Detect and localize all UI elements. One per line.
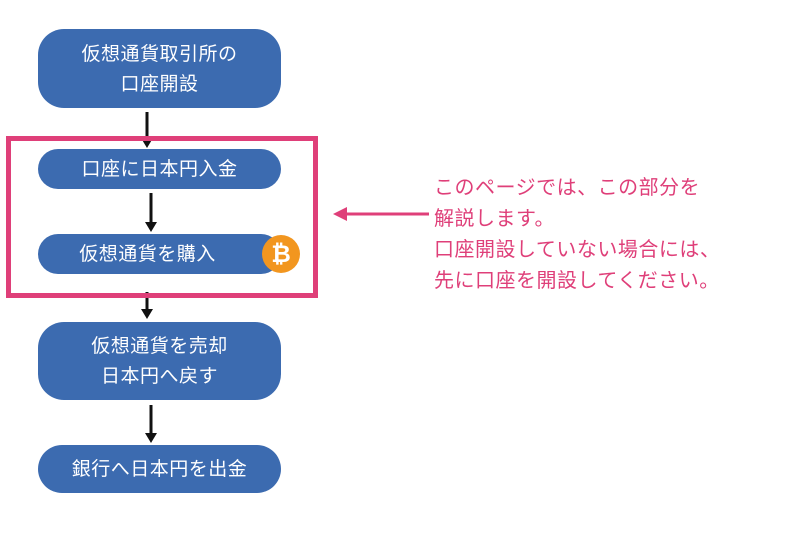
step-buy-crypto: 仮想通貨を購入 bbox=[38, 234, 281, 274]
step-buy-crypto-label: 仮想通貨を購入 bbox=[79, 243, 216, 265]
arrowhead-3-4 bbox=[141, 309, 153, 319]
arrowhead-2-3 bbox=[145, 222, 157, 232]
step-open-account-line1: 仮想通貨取引所の bbox=[81, 42, 238, 65]
note-pointer-head bbox=[333, 207, 347, 221]
step-sell-crypto-line1: 仮想通貨を売却 bbox=[91, 335, 228, 357]
step-deposit-jpy: 口座に日本円入金 bbox=[38, 149, 281, 189]
note-line-2: 解説します。 bbox=[434, 206, 555, 230]
step-open-account-line2: 口座開設 bbox=[120, 72, 199, 95]
bitcoin-icon: ₿ bbox=[262, 235, 300, 273]
step-withdraw-jpy-label: 銀行へ日本円を出金 bbox=[71, 458, 248, 480]
step-sell-crypto: 仮想通貨を売却 日本円へ戻す bbox=[38, 322, 281, 400]
note-line-4: 先に口座を開設してください。 bbox=[434, 268, 720, 292]
explanation-note: このページでは、この部分を 解説します。 口座開設していない場合には、 先に口座… bbox=[434, 172, 720, 296]
step-sell-crypto-line2: 日本円へ戻す bbox=[100, 365, 218, 387]
step-open-account: 仮想通貨取引所の 口座開設 bbox=[38, 29, 281, 108]
highlight-box bbox=[6, 136, 318, 298]
note-line-1: このページでは、この部分を bbox=[434, 175, 701, 199]
step-withdraw-jpy: 銀行へ日本円を出金 bbox=[38, 445, 281, 493]
arrowhead-4-5 bbox=[145, 433, 157, 443]
note-line-3: 口座開設していない場合には、 bbox=[434, 237, 721, 261]
step-deposit-jpy-label: 口座に日本円入金 bbox=[81, 158, 238, 180]
